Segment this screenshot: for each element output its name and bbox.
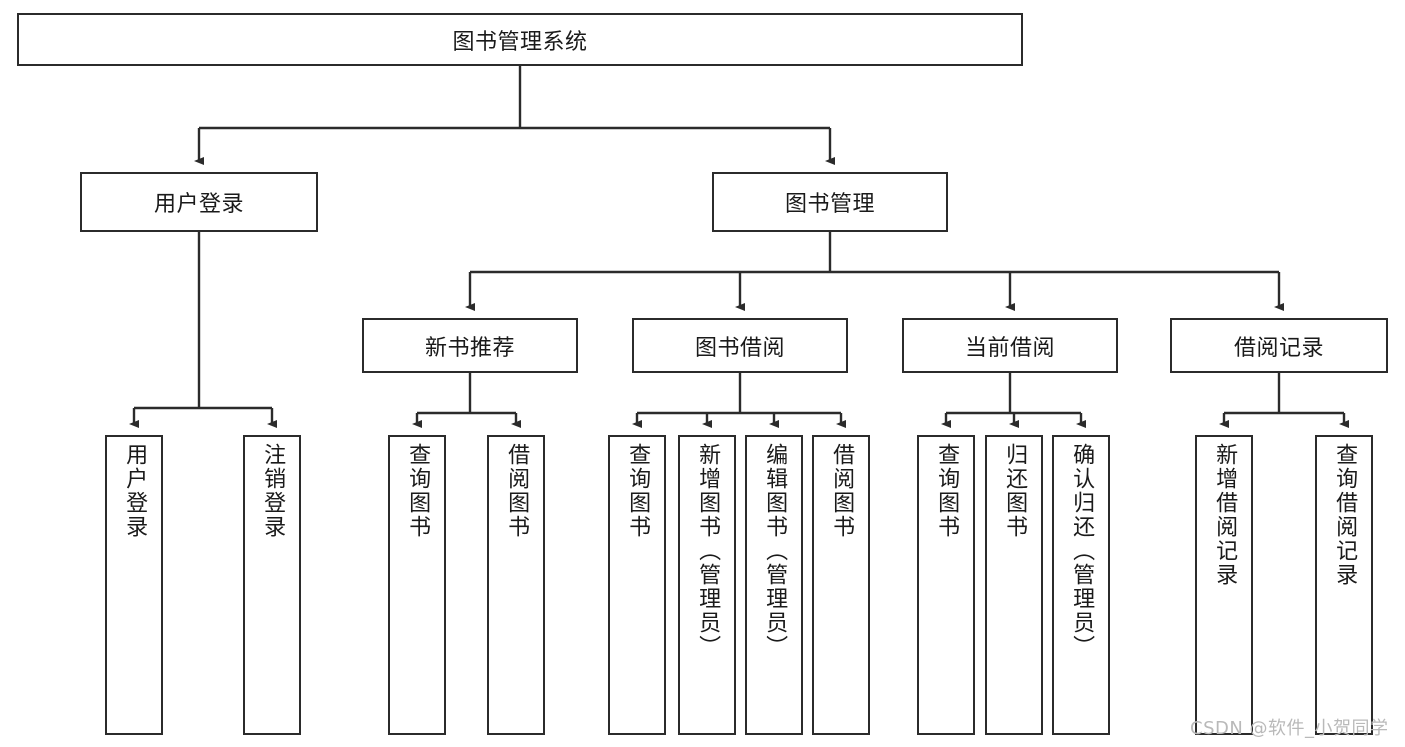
- node-level3-current-borrow[interactable]: 当前借阅: [902, 318, 1118, 373]
- node-level3-new-book-recommend[interactable]: 新书推荐: [362, 318, 578, 373]
- node-leaf-leaf-confirm-return[interactable]: 确认归还（管理员）: [1052, 435, 1110, 735]
- node-label: 新增图书（管理员）: [695, 443, 721, 659]
- node-label: 确认归还（管理员）: [1069, 443, 1095, 659]
- node-label: 当前借阅: [964, 335, 1055, 361]
- node-leaf-leaf-return-book[interactable]: 归还图书: [985, 435, 1043, 735]
- node-label: 归还图书: [1002, 443, 1028, 539]
- node-leaf-leaf-edit-book[interactable]: 编辑图书（管理员）: [745, 435, 803, 735]
- node-label: 查询借阅记录: [1332, 443, 1358, 587]
- node-label: 图书管理: [784, 192, 875, 217]
- node-label: 查询图书: [405, 443, 431, 539]
- node-label: 注销登录: [260, 443, 286, 539]
- node-leaf-leaf-add-record[interactable]: 新增借阅记录: [1195, 435, 1253, 735]
- node-leaf-leaf-borrow-book-rec[interactable]: 借阅图书: [487, 435, 545, 735]
- node-level3-borrow-record[interactable]: 借阅记录: [1170, 318, 1388, 373]
- node-leaf-leaf-logout[interactable]: 注销登录: [243, 435, 301, 735]
- node-level3-book-borrow[interactable]: 图书借阅: [632, 318, 848, 373]
- node-leaf-leaf-query-record[interactable]: 查询借阅记录: [1315, 435, 1373, 735]
- node-leaf-leaf-query-book-borrow[interactable]: 查询图书: [608, 435, 666, 735]
- node-label: 借阅图书: [829, 443, 855, 539]
- node-label: 新书推荐: [424, 335, 515, 361]
- node-leaf-leaf-query-book-cur[interactable]: 查询图书: [917, 435, 975, 735]
- node-leaf-leaf-user-login[interactable]: 用户登录: [105, 435, 163, 735]
- node-label: 图书管理系统: [452, 29, 588, 55]
- node-level2-user-login[interactable]: 用户登录: [80, 172, 318, 232]
- node-label: 查询图书: [934, 443, 960, 539]
- node-label: 用户登录: [153, 192, 244, 217]
- node-label: 编辑图书（管理员）: [762, 443, 788, 659]
- node-label: 借阅记录: [1233, 335, 1324, 361]
- node-leaf-leaf-add-book[interactable]: 新增图书（管理员）: [678, 435, 736, 735]
- node-label: 图书借阅: [694, 335, 785, 361]
- node-label: 查询图书: [625, 443, 651, 539]
- node-level2-book-manage[interactable]: 图书管理: [712, 172, 948, 232]
- node-leaf-leaf-query-book-rec[interactable]: 查询图书: [388, 435, 446, 735]
- node-label: 用户登录: [122, 443, 148, 539]
- node-root-root[interactable]: 图书管理系统: [17, 13, 1023, 66]
- csdn-watermark: CSDN @软件_小贺同学: [1190, 718, 1389, 739]
- node-label: 借阅图书: [504, 443, 530, 539]
- node-leaf-leaf-borrow-book[interactable]: 借阅图书: [812, 435, 870, 735]
- node-label: 新增借阅记录: [1212, 443, 1238, 587]
